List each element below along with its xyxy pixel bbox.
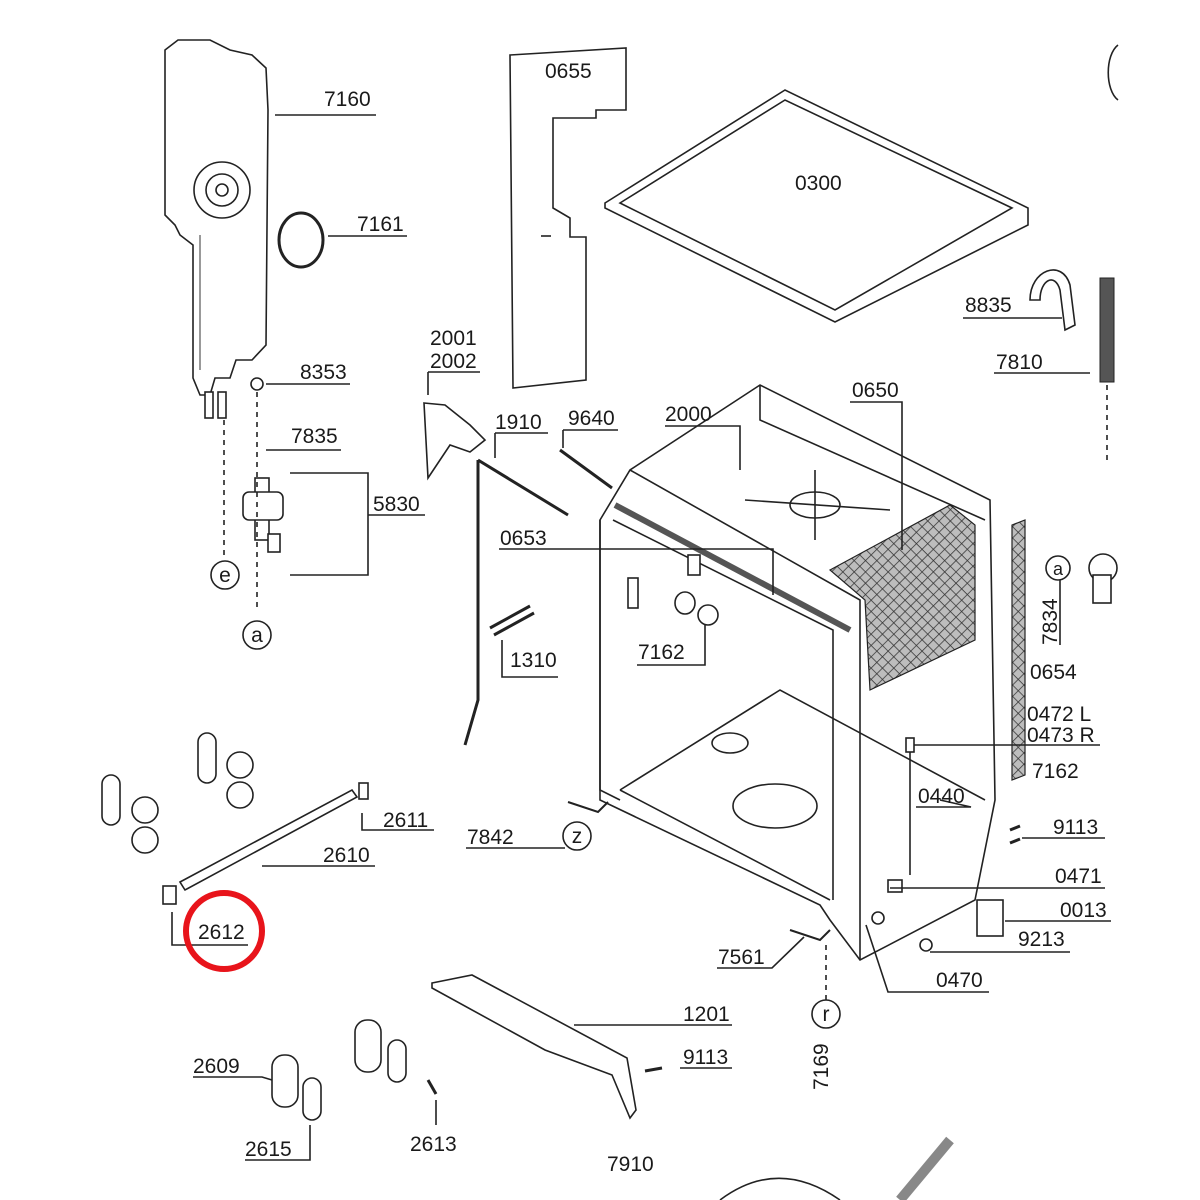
marker-circle-a1 [242, 620, 272, 650]
part-7561-leg [789, 929, 831, 942]
marker-circle-e [210, 560, 240, 590]
part-9113-screws-right [1009, 824, 1021, 845]
part-8353-screw [250, 377, 264, 391]
marker-circle-r [811, 999, 841, 1029]
part-2611-cap [358, 782, 369, 800]
part-2000-tub [599, 384, 996, 962]
label-7910: 7910 [607, 1153, 654, 1176]
label-7160: 7160 [324, 88, 371, 111]
part-0013-latch [976, 899, 1004, 937]
label-0470: 0470 [936, 969, 983, 992]
marker-a: a [1053, 559, 1064, 579]
label-0650: 0650 [852, 379, 899, 402]
part-1201-plinth [431, 974, 637, 1120]
label-7835: 7835 [291, 425, 338, 448]
part-7834-aquastop [1088, 553, 1118, 604]
leader-lines [171, 114, 1111, 1161]
label-9640: 9640 [568, 407, 615, 430]
label-2611: 2611 [383, 809, 428, 832]
part-2613-screw [426, 1079, 438, 1095]
label-9113: 9113 [1053, 816, 1098, 839]
part-7160-water-softener [164, 39, 269, 419]
label-7162: 7162 [1032, 760, 1079, 783]
part-0650-insulation [828, 504, 976, 691]
part-0300-worktop [604, 89, 1029, 323]
part-0653-front-frame [613, 502, 852, 633]
part-1910-seal [463, 458, 569, 746]
label-0300: 0300 [795, 172, 842, 195]
part-5830-valve [242, 477, 284, 553]
label-1201: 1201 [683, 1003, 730, 1026]
label-2612: 2612 [198, 921, 245, 944]
part-1310-clip [489, 604, 535, 637]
label-7162: 7162 [638, 641, 685, 664]
label-2001: 2001 [430, 327, 477, 350]
marker-r: r [823, 1003, 830, 1026]
part-7161-ring [277, 211, 325, 269]
part-2001-hinge-cover [423, 402, 487, 481]
label-7561: 7561 [718, 946, 765, 969]
label-0472-l: 0472 L [1027, 703, 1091, 726]
part-runners-left [101, 732, 254, 854]
label-7842: 7842 [467, 826, 514, 849]
marker-a: a [251, 624, 263, 647]
part-7842-leg [567, 801, 609, 814]
marker-circle-a2 [1045, 555, 1071, 581]
label-2610: 2610 [323, 844, 370, 867]
part-0471-float [887, 879, 903, 893]
label-1310: 1310 [510, 649, 557, 672]
label-1910: 1910 [495, 411, 542, 434]
label-0440: 0440 [918, 785, 965, 808]
marker-circle-z [562, 821, 592, 851]
label-2609: 2609 [193, 1055, 240, 1078]
part-9113-screw-bottom [644, 1066, 663, 1073]
label-9213: 9213 [1018, 928, 1065, 951]
part-8835-bracket [1029, 269, 1076, 332]
highlight-ring [183, 890, 265, 972]
part-0470-foot [871, 911, 933, 952]
label-7161: 7161 [357, 213, 404, 236]
part-7810-hose [1099, 277, 1115, 460]
marker-e: e [219, 564, 231, 587]
label-0471: 0471 [1055, 865, 1102, 888]
part-2610-rail [178, 788, 359, 892]
marker-z: z [572, 825, 583, 848]
label-5830: 5830 [373, 493, 420, 516]
label-0655: 0655 [545, 60, 592, 83]
label-7169: 7169 [810, 1043, 833, 1090]
label-7810: 7810 [996, 351, 1043, 374]
part-2612-cap [162, 885, 177, 905]
label-2615: 2615 [245, 1138, 292, 1161]
label-2613: 2613 [410, 1133, 457, 1156]
part-9640-strip [559, 448, 613, 490]
label-2002: 2002 [430, 350, 477, 373]
part-runners-bottom [271, 1019, 407, 1121]
label-0013: 0013 [1060, 899, 1107, 922]
part-edge-round [1107, 44, 1119, 101]
label-2000: 2000 [665, 403, 712, 426]
label-8835: 8835 [965, 294, 1012, 317]
part-7910-drain-hose [719, 1136, 954, 1200]
label-0654: 0654 [1030, 661, 1077, 684]
part-0654-side-insulation [1011, 519, 1026, 781]
label-0653: 0653 [500, 527, 547, 550]
part-0655-side-panel [509, 47, 627, 389]
label-9113: 9113 [683, 1046, 728, 1069]
label-8353: 8353 [300, 361, 347, 384]
label-0473-r: 0473 R [1027, 724, 1095, 747]
label-7834: 7834 [1039, 598, 1062, 645]
